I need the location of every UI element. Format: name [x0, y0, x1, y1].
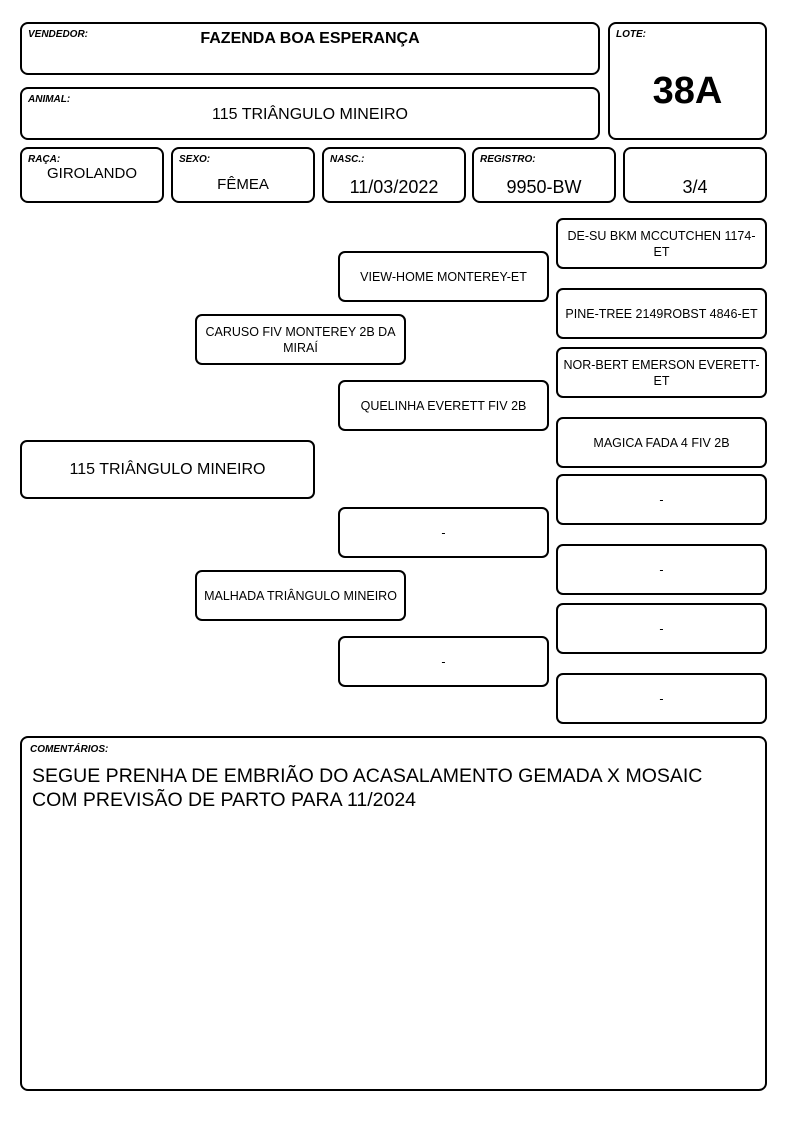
pedigree-dam: MALHADA TRIÂNGULO MINEIRO: [195, 570, 406, 621]
registro-label: REGISTRO:: [480, 154, 536, 165]
nasc-box: NASC.: 11/03/2022: [322, 147, 466, 203]
comments-label: COMENTÁRIOS:: [30, 744, 109, 755]
pedigree-ggp-8: -: [556, 673, 767, 724]
pedigree-dam-dam: -: [338, 636, 549, 687]
sexo-value: FÊMEA: [217, 176, 269, 193]
grau-value: 3/4: [682, 177, 708, 197]
pedigree-ggp-6: -: [556, 544, 767, 595]
lote-box: LOTE: 38A: [608, 22, 767, 140]
pedigree-ggp-5: -: [556, 474, 767, 525]
pedigree-animal: 115 TRIÂNGULO MINEIRO: [20, 440, 315, 499]
vendedor-label: VENDEDOR:: [28, 29, 89, 40]
pedigree-ggp-1: DE-SU BKM MCCUTCHEN 1174-ET: [556, 218, 767, 269]
raca-value: GIROLANDO: [46, 165, 137, 182]
comments-box: COMENTÁRIOS: SEGUE PRENHA DE EMBRIÃO DO …: [20, 736, 767, 1091]
pedigree-ggp-3: NOR-BERT EMERSON EVERETT-ET: [556, 347, 767, 398]
sexo-box: SEXO: FÊMEA: [171, 147, 315, 203]
raca-label: RAÇA:: [28, 154, 61, 165]
grau-box: 3/4: [623, 147, 767, 203]
pedigree-sire-dam: QUELINHA EVERETT FIV 2B: [338, 380, 549, 431]
vendedor-box: VENDEDOR: FAZENDA BOA ESPERANÇA: [20, 22, 600, 75]
pedigree-sire-sire: VIEW-HOME MONTEREY-ET: [338, 251, 549, 302]
lote-label: LOTE:: [616, 29, 646, 40]
registro-value: 9950-BW: [506, 177, 582, 197]
animal-label: ANIMAL:: [28, 94, 71, 105]
raca-box: RAÇA: GIROLANDO: [20, 147, 164, 203]
pedigree-dam-sire: -: [338, 507, 549, 558]
animal-box: ANIMAL: 115 TRIÂNGULO MINEIRO: [20, 87, 600, 140]
registro-box: REGISTRO: 9950-BW: [472, 147, 616, 203]
pedigree-ggp-2: PINE-TREE 2149ROBST 4846-ET: [556, 288, 767, 339]
nasc-label: NASC.:: [330, 154, 365, 165]
pedigree-ggp-4: MAGICA FADA 4 FIV 2B: [556, 417, 767, 468]
pedigree-sire: CARUSO FIV MONTEREY 2B DA MIRAÍ: [195, 314, 406, 365]
sexo-label: SEXO:: [179, 154, 211, 165]
animal-value: 115 TRIÂNGULO MINEIRO: [212, 106, 408, 123]
nasc-value: 11/03/2022: [349, 177, 439, 197]
pedigree-ggp-7: -: [556, 603, 767, 654]
vendedor-value: FAZENDA BOA ESPERANÇA: [200, 30, 420, 47]
lote-value: 38A: [652, 70, 723, 112]
comments-text: SEGUE PRENHA DE EMBRIÃO DO ACASALAMENTO …: [32, 765, 703, 811]
